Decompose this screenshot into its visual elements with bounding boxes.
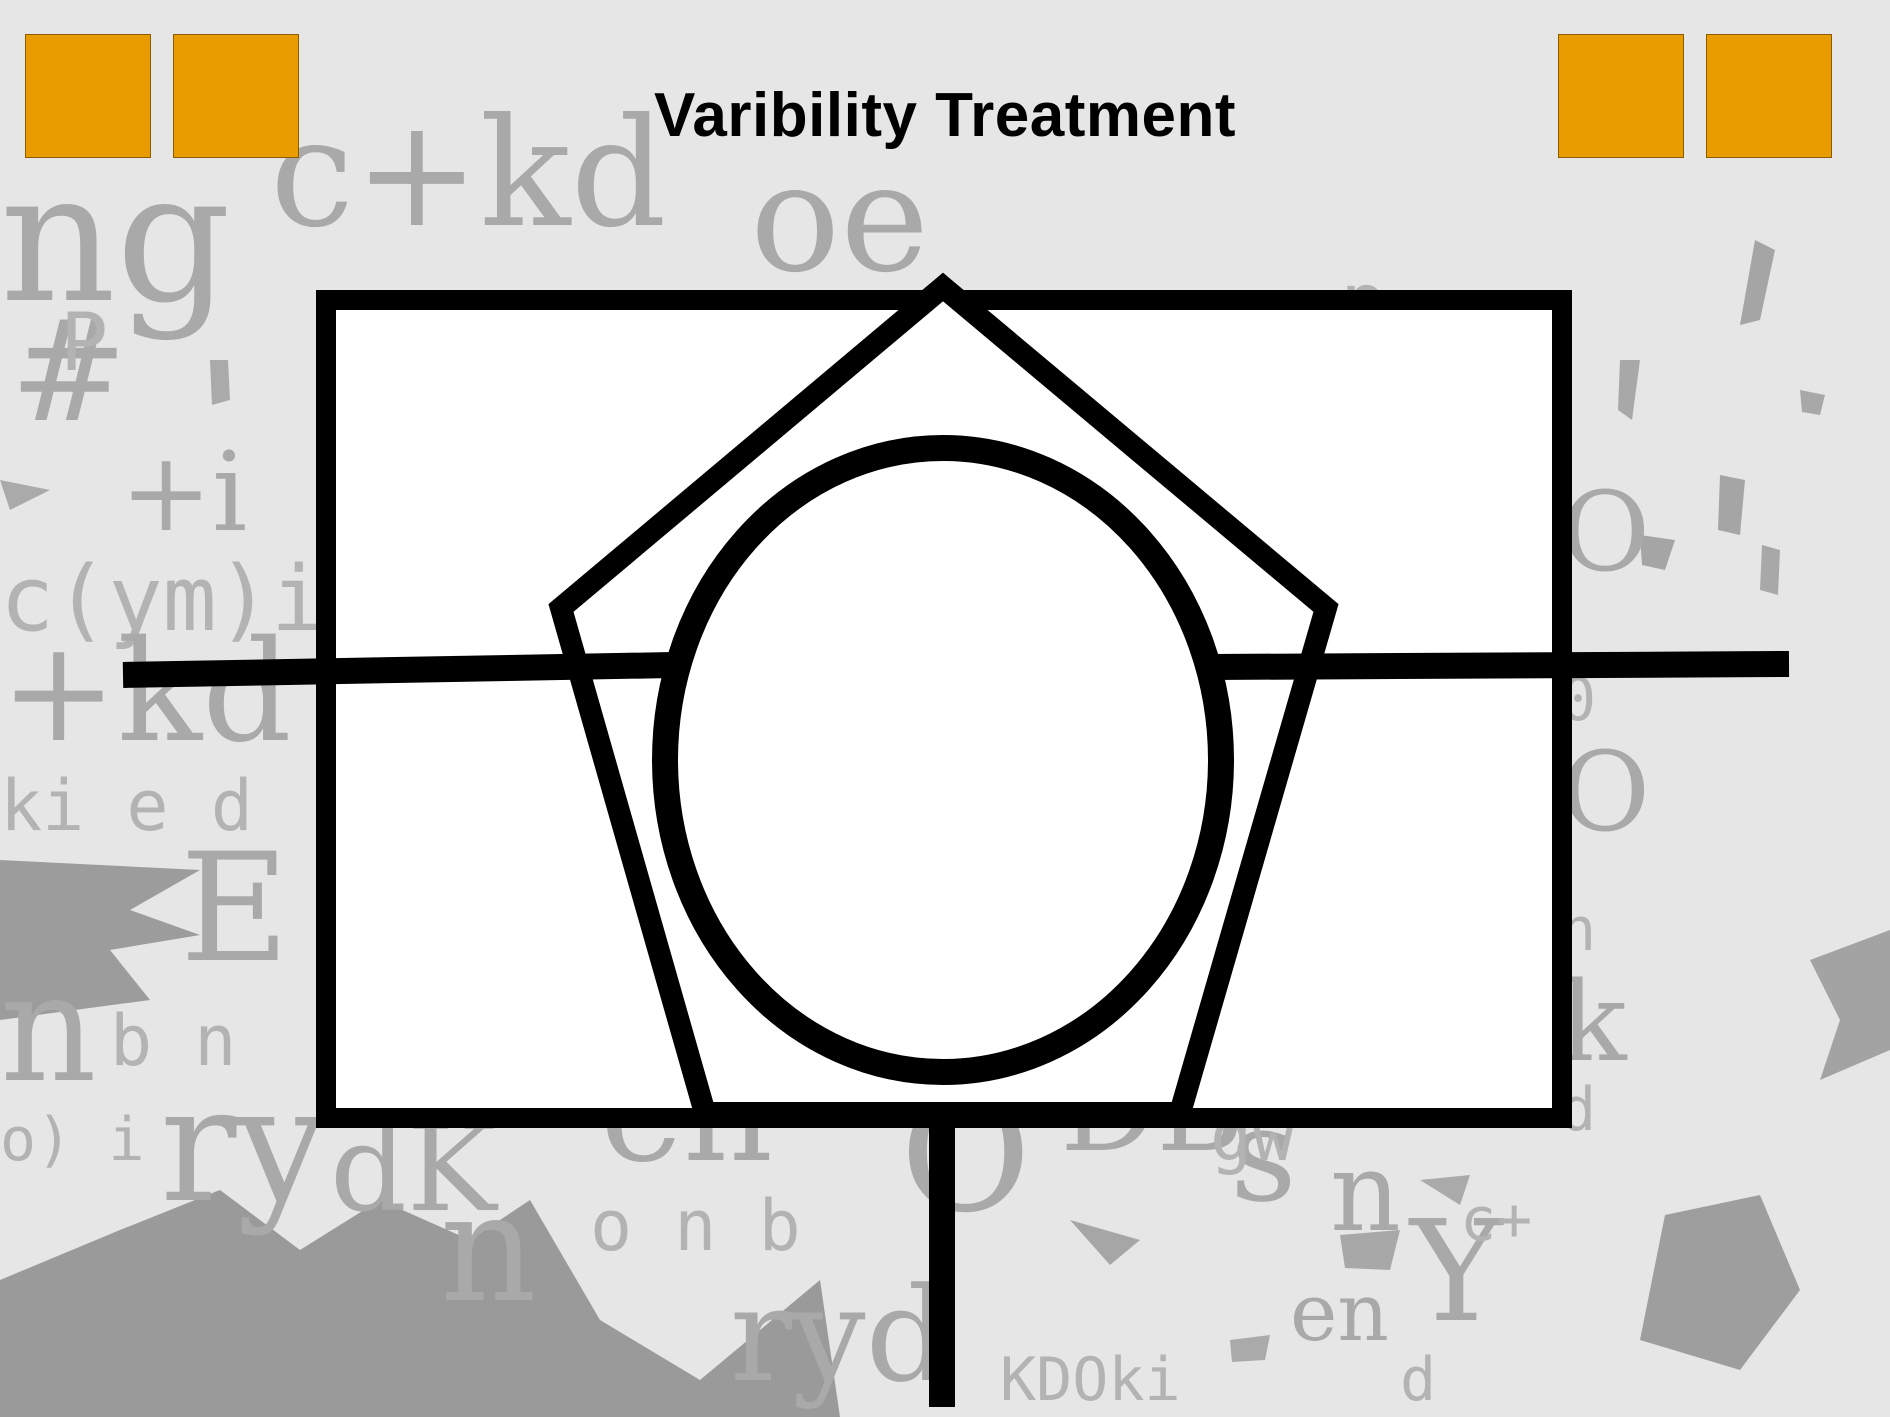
corner-square-top-right-2 bbox=[1706, 34, 1832, 158]
svg-text:c+kd: c+kd bbox=[270, 87, 667, 261]
svg-text:c+: c+ bbox=[1460, 1185, 1532, 1255]
svg-text:en: en bbox=[1290, 1266, 1389, 1359]
svg-text:+kd: +kd bbox=[0, 611, 292, 774]
svg-text:c(ym)i: c(ym)i bbox=[0, 547, 325, 652]
svg-text:o) i: o) i bbox=[0, 1105, 145, 1175]
svg-text:ng: ng bbox=[0, 134, 231, 343]
diagram-ellipse bbox=[652, 435, 1234, 1085]
svg-text:P: P bbox=[60, 296, 108, 389]
svg-text:n: n bbox=[1330, 1128, 1401, 1256]
svg-text:ki e d: ki e d bbox=[0, 765, 253, 847]
svg-text:ryd: ryd bbox=[730, 1259, 949, 1411]
svg-text:b n: b n bbox=[110, 1000, 236, 1082]
svg-text:KDOki: KDOki bbox=[1000, 1345, 1181, 1415]
corner-square-top-right-1 bbox=[1558, 34, 1684, 158]
svg-text:ry: ry bbox=[160, 1051, 327, 1238]
svg-text:n: n bbox=[0, 942, 97, 1116]
svg-text:o n b: o n b bbox=[590, 1185, 801, 1267]
svg-text:+i: +i bbox=[120, 428, 247, 556]
corner-square-top-left-1 bbox=[25, 34, 151, 158]
svg-text:Y: Y bbox=[1408, 1191, 1504, 1354]
svg-text:n: n bbox=[440, 1162, 537, 1336]
svg-text:O: O bbox=[1560, 728, 1650, 856]
svg-text:#: # bbox=[10, 291, 127, 454]
diagram-horizontal-line-right bbox=[1209, 651, 1790, 680]
svg-text:E: E bbox=[180, 822, 290, 996]
svg-text:oe: oe bbox=[750, 132, 929, 306]
svg-text:O: O bbox=[1560, 468, 1650, 596]
corner-square-top-left-2 bbox=[173, 34, 299, 158]
svg-text:d: d bbox=[1400, 1345, 1436, 1415]
slide-title: Varibility Treatment bbox=[654, 81, 1236, 150]
diagram-horizontal-line-left bbox=[122, 652, 674, 688]
